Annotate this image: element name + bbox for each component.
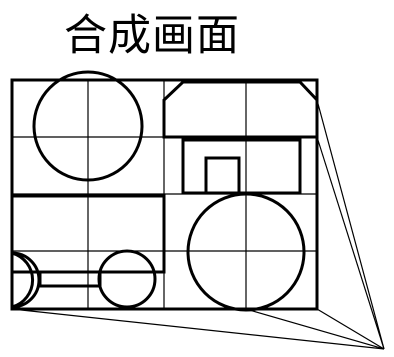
top-left-circle [32,70,144,182]
house-body [181,138,302,195]
projection-line-5 [316,99,385,350]
house-door [204,156,241,195]
vehicle-right-wheel [97,249,157,309]
projection-lines [11,99,385,350]
vehicle-left-wheel [11,251,41,309]
projection-line-3 [245,308,385,350]
bottom-right-circle [186,192,306,312]
diagram-title: 合成画面 [64,11,240,61]
projection-line-4 [11,308,385,350]
projection-line-1 [316,136,385,350]
house-roof [162,80,319,139]
vehicle-axle [38,270,102,288]
projection-line-2 [316,308,385,350]
